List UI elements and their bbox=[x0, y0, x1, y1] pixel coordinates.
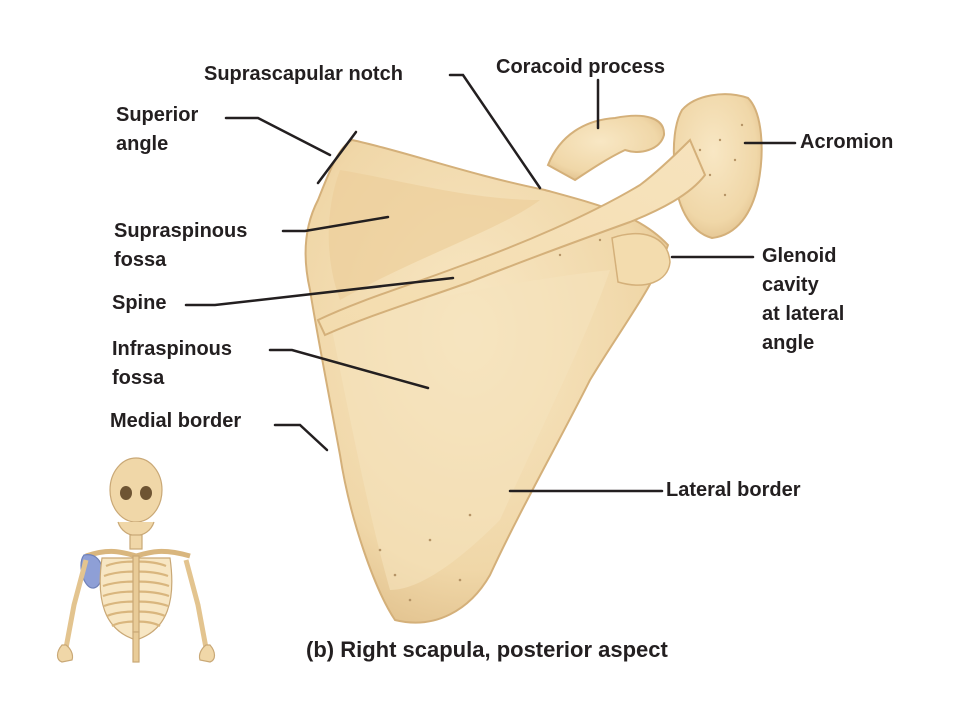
label-infraspinous-fossa: Infraspinous fossa bbox=[112, 338, 233, 389]
label-lateral-border: Lateral border bbox=[666, 479, 801, 501]
infraspinous-fossa-shape bbox=[330, 270, 610, 590]
leader-lines bbox=[184, 73, 797, 493]
figure-caption: (b) Right scapula, posterior aspect bbox=[306, 637, 668, 663]
coracoid-process-shape bbox=[546, 114, 666, 182]
label-medial-border: Medial border bbox=[110, 410, 242, 432]
caption-text: Right scapula, posterior aspect bbox=[340, 637, 668, 662]
glenoid-shape bbox=[611, 232, 671, 286]
label-superior-angle: Superior angle bbox=[116, 104, 199, 155]
skull bbox=[109, 457, 163, 523]
spine-shape bbox=[316, 138, 707, 337]
leader-superior-angle bbox=[224, 116, 332, 157]
label-glenoid-cavity: Glenoid cavity at lateral angle bbox=[762, 245, 845, 354]
label-suprascapular-notch: Suprascapular notch bbox=[204, 63, 403, 85]
leader-supraspinous-fossa bbox=[281, 215, 390, 233]
label-acromion: Acromion bbox=[800, 131, 894, 153]
label-coracoid-process: Coracoid process bbox=[496, 56, 665, 78]
leader-spine bbox=[184, 276, 455, 307]
bone-texture bbox=[378, 123, 744, 602]
leader-infraspinous-fossa bbox=[268, 348, 430, 390]
skeleton-locator-figure bbox=[56, 457, 216, 663]
caption-prefix: (b) bbox=[306, 637, 335, 662]
leader-medial-border bbox=[273, 423, 329, 452]
label-spine: Spine bbox=[112, 292, 167, 314]
leader-superior-angle-tick bbox=[316, 130, 358, 185]
label-supraspinous-fossa: Supraspinous fossa bbox=[114, 220, 248, 271]
supraspinous-fossa-shape bbox=[328, 170, 540, 300]
leader-suprascapular-notch bbox=[448, 73, 542, 190]
